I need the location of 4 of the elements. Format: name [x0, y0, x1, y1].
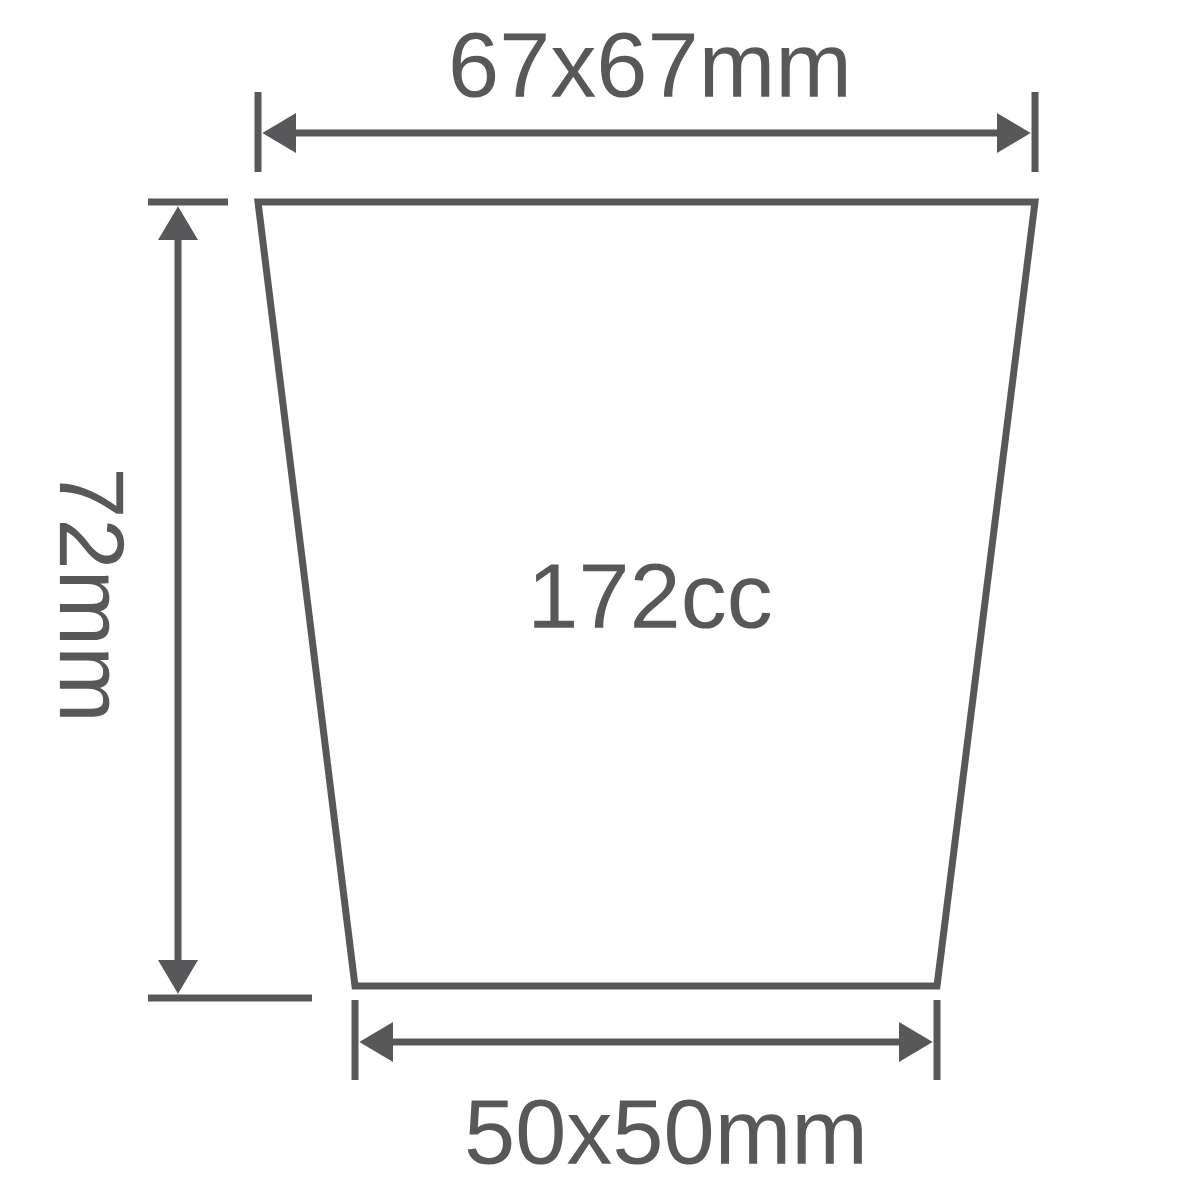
- dimension-label: 50x50mm: [467, 1099, 862, 1165]
- dimension-label: 72mm: [59, 471, 125, 717]
- dimension-label: 67x67mm: [452, 32, 846, 98]
- trapezoid-outline: 172cc: [254, 198, 1039, 990]
